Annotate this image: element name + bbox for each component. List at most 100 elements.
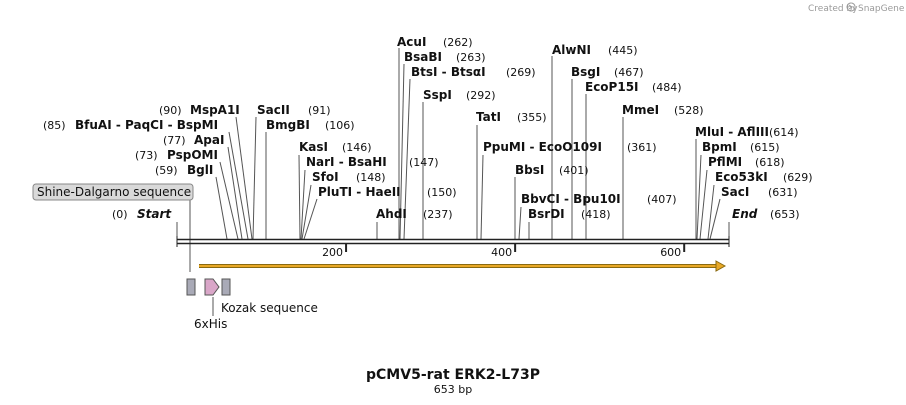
map-title: pCMV5-rat ERK2-L73P: [366, 367, 540, 383]
shine-dalgarno-label: Shine-Dalgarno sequence: [37, 185, 191, 199]
his-tag-feature[interactable]: [186, 278, 231, 296]
end-label: End: [732, 207, 758, 221]
site-bsgi-pos: (467): [614, 66, 644, 79]
site-bpmi-pos: (615): [750, 141, 780, 154]
site-bfuai: BfuAI - PaqCI - BspMI: [75, 118, 218, 132]
kozak-label: Kozak sequence: [221, 301, 318, 315]
site-bfuai-pos: (85): [43, 119, 66, 132]
site-pluti: PluTI - HaeII: [318, 185, 401, 199]
site-sacii: SacII: [257, 103, 290, 117]
site-mspa1i: MspA1I: [190, 103, 240, 117]
site-ppumi: PpuMI - EcoO109I: [483, 140, 602, 154]
leader-kasi: [298, 154, 301, 240]
site-nari-pos: (147): [409, 156, 439, 169]
site-bsrdi: BsrDI: [528, 207, 565, 221]
leader-bbvci: [518, 206, 522, 240]
leader-bsabi: [399, 63, 405, 240]
site-bsabi: BsaBI: [404, 50, 442, 64]
site-pspomi-pos: (73): [135, 149, 158, 162]
leader-saci: [709, 198, 721, 240]
shine-dalgarno-feature[interactable]: Shine-Dalgarno sequence: [32, 183, 194, 201]
dna-backbone: [176, 236, 730, 247]
leader-bpmi: [696, 154, 702, 240]
leader-pflmi: [699, 169, 708, 240]
site-tati: TatI: [476, 110, 501, 124]
site-ahdi-pos: (237): [423, 208, 453, 221]
credit-text: Created by: [808, 4, 858, 14]
site-labels: AcuI (262) BsaBI (263) BtsI - BtsαI (269…: [43, 35, 813, 221]
site-ahdi: AhdI: [376, 207, 407, 221]
leader-bfuai: [228, 131, 249, 240]
site-sfoi: SfoI: [312, 170, 339, 184]
start-pos: (0): [112, 208, 128, 221]
ruler-tick-label-600: 600: [660, 246, 681, 259]
site-mmei-pos: (528): [674, 104, 704, 117]
leader-pluti: [303, 198, 318, 240]
leader-btsi: [403, 78, 411, 240]
site-bbvci: BbvCI - Bpu10I: [521, 192, 621, 206]
orf-arrow-head: [715, 260, 727, 272]
site-kasi-pos: (146): [342, 141, 372, 154]
site-pflmi-pos: (618): [755, 156, 785, 169]
site-acui: AcuI: [397, 35, 426, 49]
site-sacii-pos: (91): [308, 104, 331, 117]
site-bbvci-pos: (407): [647, 193, 677, 206]
site-tati-pos: (355): [517, 111, 547, 124]
site-ecop15i: EcoP15I: [585, 80, 639, 94]
site-sspi-pos: (292): [466, 89, 496, 102]
leader-bgli: [215, 176, 228, 240]
kozak-feature[interactable]: [204, 278, 220, 296]
site-pflmi: PflMI: [708, 155, 742, 169]
site-bsabi-pos: (263): [456, 51, 486, 64]
site-pluti-pos: (150): [427, 186, 457, 199]
ruler-tick-label-400: 400: [491, 246, 512, 259]
map-size: 653 bp: [434, 383, 472, 396]
site-ecop15i-pos: (484): [652, 81, 682, 94]
site-apai: ApaI: [194, 133, 224, 147]
site-ppumi-pos: (361): [627, 141, 657, 154]
site-eco53ki-pos: (629): [783, 171, 813, 184]
site-mspa1i-pos: (90): [159, 104, 182, 117]
ruler-ticks: 200 400 600: [322, 243, 686, 259]
site-bmgbi: BmgBI: [266, 118, 310, 132]
site-bmgbi-pos: (106): [325, 119, 355, 132]
leader-sfoi: [301, 184, 312, 240]
leader-ppumi: [480, 154, 484, 240]
site-bpmi: BpmI: [702, 140, 737, 154]
site-alwni: AlwNI: [552, 43, 591, 57]
ruler-tick-label-200: 200: [322, 246, 343, 259]
his-tag-box-left: [186, 278, 196, 296]
leader-eco53ki: [707, 184, 715, 240]
site-mmei: MmeI: [622, 103, 659, 117]
site-bbsi-pos: (401): [559, 164, 589, 177]
site-bgli-pos: (59): [155, 164, 178, 177]
start-label: Start: [137, 207, 172, 221]
site-sfoi-pos: (148): [356, 171, 386, 184]
site-acui-pos: (262): [443, 36, 473, 49]
kozak-arrow: [204, 278, 220, 296]
site-mlui: MluI - AflIII: [695, 125, 769, 139]
site-pspomi: PspOMI: [167, 148, 218, 162]
leader-sacii: [252, 116, 257, 240]
his-tag-label: 6xHis: [194, 317, 227, 331]
site-apai-pos: (77): [163, 134, 186, 147]
site-saci: SacI: [721, 185, 749, 199]
shine-dalgarno-box: [32, 183, 194, 201]
site-btsi-pos: (269): [506, 66, 536, 79]
site-bsrdi-pos: (418): [581, 208, 611, 221]
end-pos: (653): [770, 208, 800, 221]
leader-pspomi: [219, 161, 239, 240]
site-bbsi: BbsI: [515, 163, 544, 177]
site-kasi: KasI: [299, 140, 328, 154]
site-leaders: [176, 48, 730, 316]
site-mlui-pos: (614): [769, 126, 799, 139]
his-tag-box-right: [221, 278, 231, 296]
site-bsgi: BsgI: [571, 65, 600, 79]
site-sspi: SspI: [423, 88, 452, 102]
site-saci-pos: (631): [768, 186, 798, 199]
site-eco53ki: Eco53kI: [715, 170, 768, 184]
snapgene-logo-icon: [846, 2, 856, 12]
orf-arrow[interactable]: [199, 260, 727, 272]
snapgene-brand: SnapGene: [858, 4, 905, 14]
